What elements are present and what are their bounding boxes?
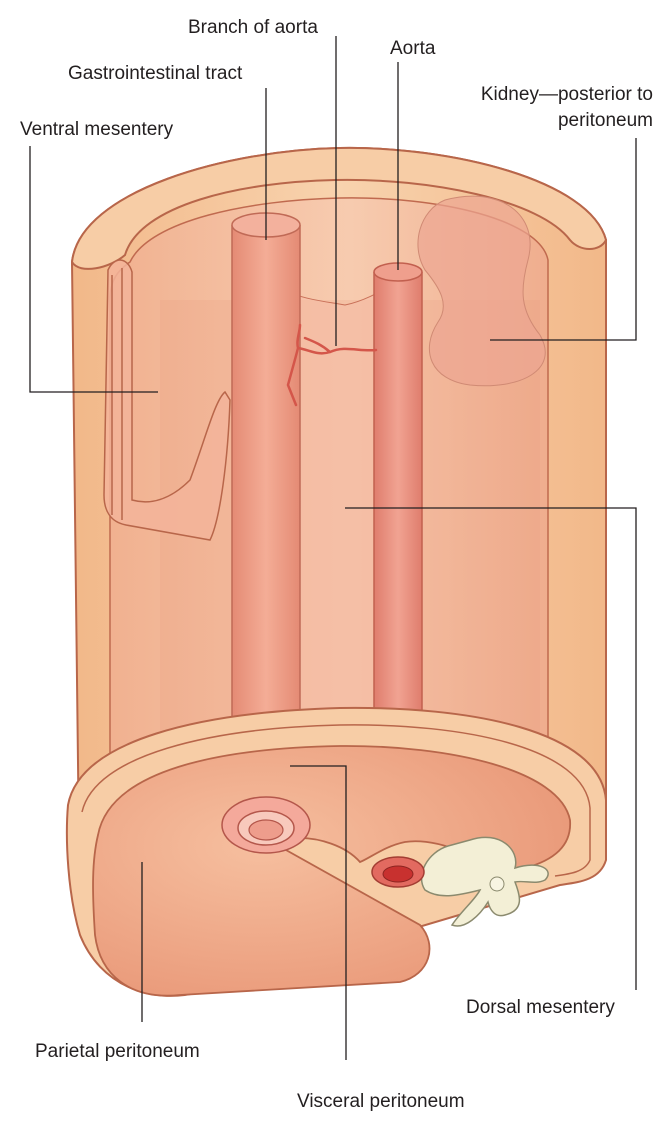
label-gastrointestinal-tract: Gastrointestinal tract xyxy=(68,63,243,84)
leader-lines xyxy=(29,36,637,1060)
aortic-branch xyxy=(286,323,378,407)
label-branch-of-aorta: Branch of aorta xyxy=(188,17,318,38)
label-aorta: Aorta xyxy=(390,38,436,59)
leader-visceral-peritoneum xyxy=(290,765,347,1060)
gastrointestinal-tract xyxy=(231,212,301,815)
vertebra xyxy=(420,836,549,927)
leader-kidney xyxy=(490,138,637,341)
label-ventral-mesentery: Ventral mesentery xyxy=(20,119,174,140)
label-kidney-line2: peritoneum xyxy=(557,110,653,131)
label-parietal-peritoneum: Parietal peritoneum xyxy=(35,1041,200,1062)
leader-dorsal-mesentery xyxy=(345,507,637,990)
kidney xyxy=(417,195,546,387)
label-visceral-peritoneum: Visceral peritoneum xyxy=(297,1091,465,1112)
ventral-mesentery xyxy=(103,259,231,541)
aorta-cross-section xyxy=(371,856,425,888)
label-dorsal-mesentery: Dorsal mesentery xyxy=(466,997,615,1018)
label-kidney-line1: Kidney—posterior to xyxy=(480,84,653,105)
gut-cross-section xyxy=(221,796,311,854)
leader-ventral-mesentery xyxy=(29,146,158,393)
